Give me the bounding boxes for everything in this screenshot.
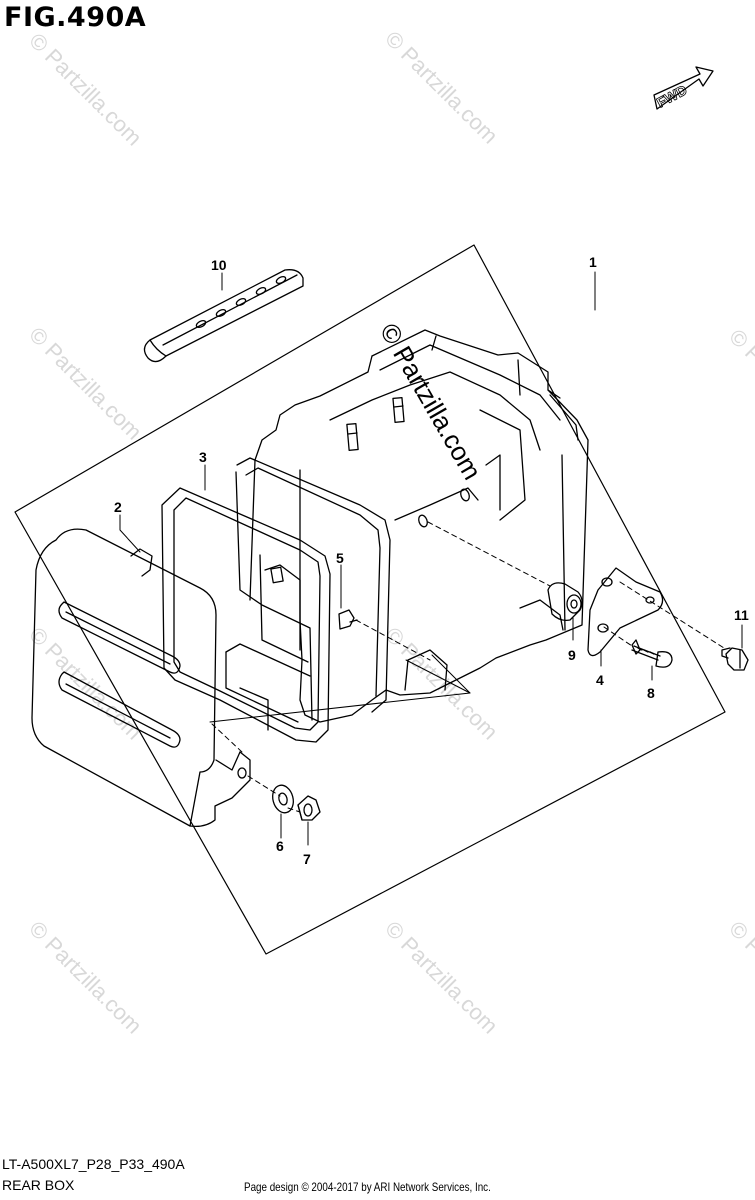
callout-9: 9	[568, 647, 576, 663]
part-6-washer	[272, 784, 294, 814]
callout-5: 5	[336, 550, 344, 566]
part-11-bolt	[721, 647, 749, 671]
dashed-guides	[211, 521, 725, 813]
part-9-grommet	[547, 582, 583, 622]
part-7-nut	[297, 795, 321, 821]
group-frame	[14, 244, 726, 955]
part-2-cover	[31, 528, 251, 828]
callout-8: 8	[647, 685, 655, 701]
fwd-label: FWD	[654, 82, 690, 111]
part-10-strap	[143, 269, 304, 363]
callout-7: 7	[303, 851, 311, 867]
footer-credit: Page design © 2004-2017 by ARI Network S…	[244, 1180, 491, 1194]
part-8-bolt	[631, 639, 673, 668]
footer-section-name: REAR BOX	[2, 1177, 75, 1193]
part-1-inner-frame	[225, 471, 313, 731]
callout-4: 4	[596, 672, 604, 688]
fwd-arrow-icon: FWD	[653, 66, 714, 111]
part-1-box-body	[249, 329, 589, 723]
part-3-seal	[161, 457, 391, 743]
callout-11: 11	[734, 607, 749, 623]
callout-6: 6	[276, 838, 284, 854]
footer-model-code: LT-A500XL7_P28_P33_490A	[2, 1156, 185, 1172]
callout-3: 3	[199, 449, 207, 465]
part-4-bracket	[587, 567, 664, 657]
part-5-screw	[338, 609, 358, 630]
callout-1: 1	[589, 254, 597, 270]
callout-10: 10	[211, 257, 227, 273]
leader-lines	[119, 271, 743, 846]
callout-2: 2	[114, 499, 122, 515]
figure-title: FIG.490A	[4, 2, 147, 33]
